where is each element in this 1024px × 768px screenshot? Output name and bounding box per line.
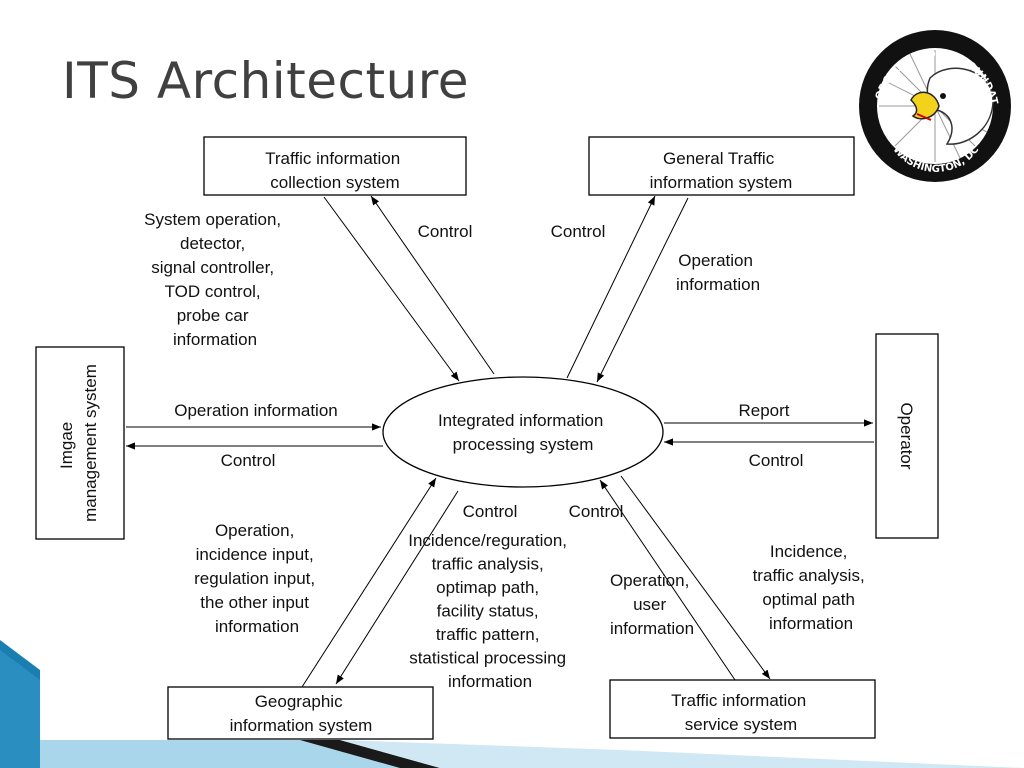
- image-management-box: [35, 346, 125, 540]
- label-control-collection: Control: [418, 222, 473, 241]
- operator-text: Operator: [897, 402, 916, 469]
- general-traffic-text: General Traffic information system: [650, 149, 793, 192]
- svg-text:Operator: Operator: [897, 402, 916, 469]
- label-image-to-center: Operation information: [174, 401, 337, 420]
- traffic-collection-box: [203, 136, 467, 196]
- operator-box: [875, 333, 939, 539]
- label-control-image: Control: [221, 451, 276, 470]
- traffic-service-text: Traffic information service system: [671, 691, 811, 734]
- integrated-processing-text: Integrated information processing system: [438, 411, 608, 454]
- traffic-collection-text: Traffic information collection system: [265, 149, 405, 192]
- arrow-center-to-collection: [370, 195, 495, 375]
- geographic-text: Geographic information system: [230, 692, 373, 735]
- arrow-geo-to-center: [301, 477, 437, 688]
- traffic-service-box: [609, 679, 876, 739]
- label-general-to-center: Operation information: [676, 251, 760, 294]
- arrow-center-to-general: [566, 195, 656, 379]
- general-traffic-box: [588, 136, 855, 196]
- label-control-operator: Control: [749, 451, 804, 470]
- label-center-to-geo: Incidence/reguration, traffic analysis, …: [408, 531, 572, 691]
- label-control-service: Control: [569, 502, 624, 521]
- arrow-service-to-center: [599, 479, 736, 681]
- label-collection-to-center: System operation, detector, signal contr…: [144, 210, 286, 349]
- arrow-center-to-service: [620, 475, 771, 680]
- svg-text:Imgae management system: Imgae management system: [57, 364, 100, 522]
- image-management-text: Imgae management system: [57, 364, 100, 522]
- motorcycle-riders-foundation-logo: MOTORCYCLE RIDERS FOUNDATION WASHINGTON,…: [855, 18, 1011, 182]
- label-service-to-center: Operation, user information: [610, 571, 694, 638]
- footer-decoration: [0, 640, 1024, 768]
- integrated-processing-ellipse: [382, 376, 664, 488]
- arrow-center-to-geo: [335, 490, 459, 685]
- label-control-geo: Control: [463, 502, 518, 521]
- arrow-general-to-center: [596, 197, 689, 383]
- geographic-box: [167, 686, 434, 740]
- label-report: Report: [738, 401, 789, 420]
- label-geo-to-center: Operation, incidence input, regulation i…: [194, 521, 320, 636]
- label-control-general: Control: [551, 222, 606, 241]
- arrow-collection-to-center: [323, 196, 460, 382]
- label-center-to-service: Incidence, traffic analysis, optimal pat…: [753, 542, 870, 633]
- slide-title: ITS Architecture: [62, 52, 470, 110]
